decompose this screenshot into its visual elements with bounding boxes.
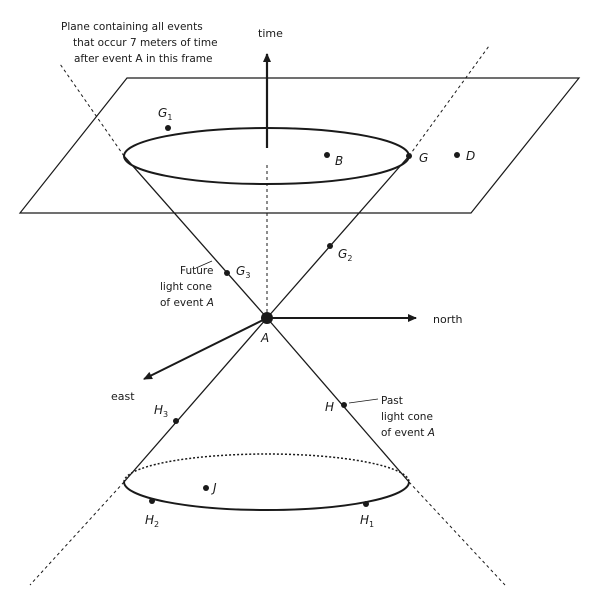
event-H1-label: H1 [360, 513, 374, 529]
event-G2-label: G2 [338, 247, 352, 263]
past-cone-rim-back [123, 453, 410, 483]
past-note-leader [348, 398, 379, 404]
event-H2-point [149, 498, 155, 504]
event-B-point [324, 152, 330, 158]
past-cone-note: Past light cone of event A [381, 395, 436, 439]
event-A-point [261, 312, 273, 324]
event-H-point [341, 402, 347, 408]
simultaneity-plane [18, 77, 581, 214]
past-cone-edge-right [266, 317, 410, 483]
plane-note: Plane containing all events that occur 7… [61, 21, 221, 65]
past-cone-rim-front [123, 481, 410, 511]
event-J-label: J [211, 481, 217, 495]
east-axis-arrow [143, 317, 268, 380]
event-D-label: D [466, 149, 475, 163]
past-cone-edge-left [123, 317, 268, 483]
event-G2-point [327, 243, 333, 249]
future-note-leader [195, 260, 213, 269]
light-ray-dashed-lower-left [29, 481, 125, 586]
event-B-label: B [335, 154, 343, 168]
event-D-point [454, 152, 460, 158]
future-cone-note: Future light cone of event A [160, 265, 217, 309]
light-ray-dashed-upper-right [408, 45, 490, 157]
event-H3-label: H3 [154, 403, 168, 419]
event-G-point [406, 153, 412, 159]
event-H1-point [363, 501, 369, 507]
event-G-label: G [419, 151, 428, 165]
time-axis-label: time [258, 27, 283, 40]
event-J-point [203, 485, 209, 491]
event-H-label: H [325, 400, 334, 414]
event-G1-point [165, 125, 171, 131]
event-H2-label: H2 [145, 513, 159, 529]
event-A-label: A [260, 331, 269, 345]
east-axis-label: east [111, 390, 135, 403]
north-axis-label: north [433, 313, 463, 326]
event-H3-point [173, 418, 179, 424]
event-G3-label: G3 [236, 264, 250, 280]
event-G3-point [224, 270, 230, 276]
future-cone-edge-left [123, 155, 268, 319]
light-ray-dashed-upper-left [59, 63, 125, 157]
future-cone-edge-right [266, 155, 410, 319]
event-G1-label: G1 [158, 106, 172, 122]
light-ray-dashed-lower-right [408, 481, 506, 586]
